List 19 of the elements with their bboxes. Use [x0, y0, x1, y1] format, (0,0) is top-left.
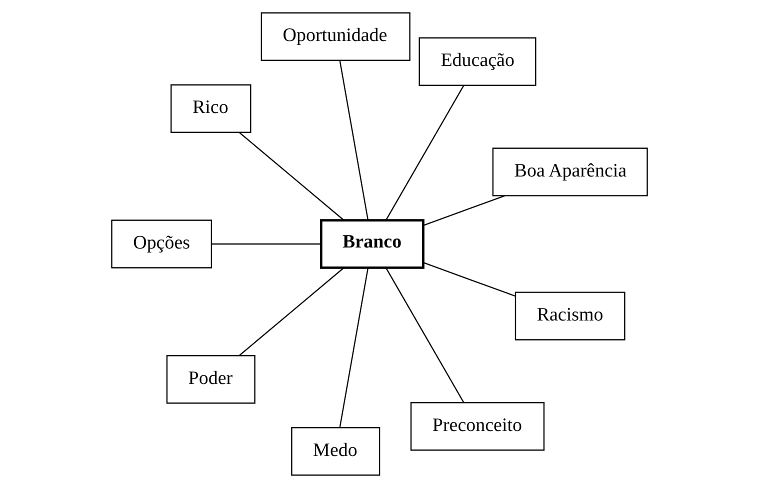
connector	[338, 268, 368, 428]
node-box: Racismo	[514, 292, 625, 340]
node-box: Branco	[319, 219, 424, 269]
connector	[238, 267, 344, 356]
node-box: Opções	[110, 220, 212, 268]
node-box: Boa Aparência	[492, 148, 648, 196]
node-box: Poder	[166, 355, 255, 404]
connector	[422, 262, 516, 297]
node-box: Medo	[290, 427, 380, 476]
node-box: Preconceito	[410, 402, 544, 451]
connector	[238, 132, 344, 221]
connector	[384, 85, 464, 220]
connector	[338, 60, 368, 220]
connector	[384, 268, 464, 403]
connector	[422, 195, 504, 226]
node-box: Rico	[170, 84, 251, 133]
node-box: Educação	[418, 37, 536, 86]
connector	[211, 243, 320, 245]
node-box: Oportunidade	[260, 12, 410, 61]
